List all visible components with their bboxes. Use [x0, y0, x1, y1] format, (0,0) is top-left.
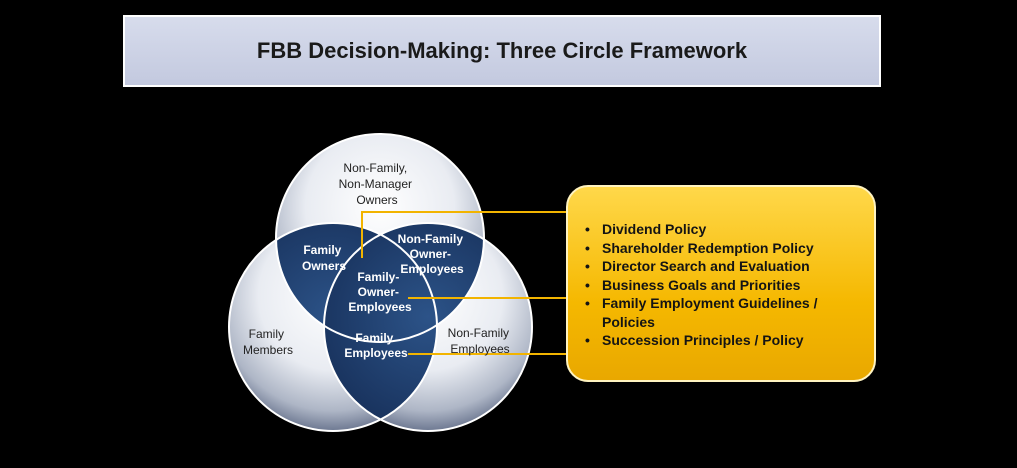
- label-family-owner-employees: Family- Owner- Employees: [348, 270, 412, 314]
- circle-employment-outline: [323, 222, 533, 432]
- page-title: FBB Decision-Making: Three Circle Framew…: [256, 38, 748, 63]
- connector-family-owners: [361, 211, 568, 258]
- circle-top-outline: [275, 133, 485, 343]
- circle-family-outline: [228, 222, 438, 432]
- policy-item-family-employment: Family Employment Guidelines / Policies: [585, 294, 864, 331]
- policy-item-shareholder-redemption: Shareholder Redemption Policy: [585, 239, 864, 258]
- label-family-employees: Family Employees: [344, 331, 408, 360]
- policy-item-business-goals: Business Goals and Priorities: [585, 276, 864, 295]
- policy-item-dividend: Dividend Policy: [585, 220, 864, 239]
- label-non-family-owner-employees: Non-Family Owner- Employees: [398, 232, 467, 276]
- policy-box: Dividend Policy Shareholder Redemption P…: [566, 185, 876, 382]
- overlap-left-right: [324, 223, 437, 431]
- label-family-members: Family Members: [243, 327, 293, 357]
- policy-item-director-search: Director Search and Evaluation: [585, 257, 864, 276]
- label-non-family-employees: Non-Family Employees: [448, 326, 513, 356]
- policy-item-succession: Succession Principles / Policy: [585, 331, 864, 350]
- policy-list: Dividend Policy Shareholder Redemption P…: [585, 220, 864, 350]
- label-non-family-non-manager-owners: Non-Family, Non-Manager Owners: [339, 161, 416, 207]
- connector-lines: [361, 211, 568, 355]
- title-banner: FBB Decision-Making: Three Circle Framew…: [123, 15, 881, 87]
- label-family-owners: Family Owners: [302, 243, 346, 273]
